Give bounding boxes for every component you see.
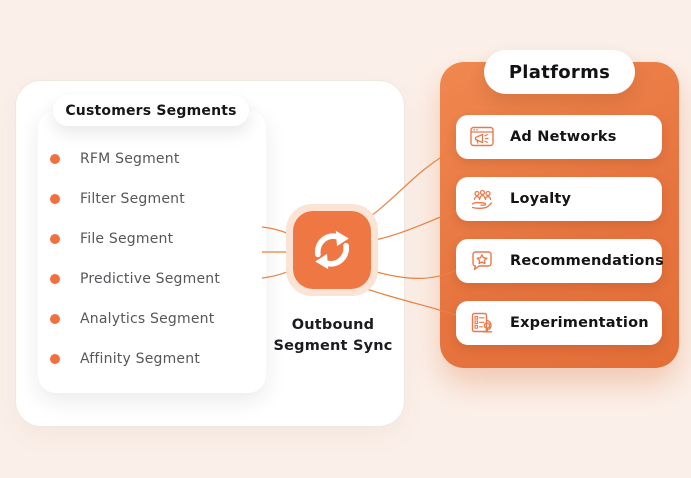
- outbound-sync-badge: [286, 204, 378, 296]
- bullet-dot-icon: [50, 274, 60, 284]
- sync-arrows-icon: [293, 211, 371, 289]
- platform-label: Loyalty: [510, 191, 572, 207]
- outbound-sync-label-line2: Segment Sync: [273, 338, 393, 354]
- list-item: Affinity Segment: [38, 339, 266, 379]
- bullet-dot-icon: [50, 194, 60, 204]
- segments-list: RFM Segment Filter Segment File Segment …: [38, 110, 266, 393]
- list-item: Predictive Segment: [38, 259, 266, 299]
- customer-segments-title-pill: Customers Segments: [53, 95, 249, 126]
- platform-item-loyalty: Loyalty: [456, 177, 662, 221]
- platform-item-experimentation: Experimentation: [456, 301, 662, 345]
- bullet-dot-icon: [50, 354, 60, 364]
- segment-label: RFM Segment: [80, 151, 180, 167]
- segment-label: Affinity Segment: [80, 351, 201, 367]
- outbound-sync-label-line1: Outbound: [291, 317, 375, 333]
- platform-label: Ad Networks: [510, 129, 617, 145]
- platforms-title-pill: Platforms: [484, 50, 635, 94]
- segment-label: Predictive Segment: [80, 271, 221, 287]
- experimentation-icon: [468, 309, 496, 337]
- platform-item-ad-networks: Ad Networks: [456, 115, 662, 159]
- bullet-dot-icon: [50, 314, 60, 324]
- customer-segments-card: Customers Segments RFM Segment Filter Se…: [15, 80, 405, 427]
- platforms-panel: Platforms Ad Networks: [440, 50, 679, 368]
- ad-networks-icon: [468, 123, 496, 151]
- outbound-sync-label: Outbound Segment Sync: [260, 315, 406, 357]
- bullet-dot-icon: [50, 234, 60, 244]
- segment-label: Filter Segment: [80, 191, 185, 207]
- list-item: Filter Segment: [38, 179, 266, 219]
- segment-label: File Segment: [80, 231, 174, 247]
- recommendations-icon: [468, 247, 496, 275]
- platform-item-recommendations: Recommendations: [456, 239, 664, 283]
- bullet-dot-icon: [50, 154, 60, 164]
- list-item: File Segment: [38, 219, 266, 259]
- list-item: Analytics Segment: [38, 299, 266, 339]
- platform-label: Experimentation: [510, 315, 649, 331]
- segment-label: Analytics Segment: [80, 311, 215, 327]
- platform-label: Recommendations: [510, 253, 664, 269]
- customer-segments-title: Customers Segments: [65, 102, 237, 119]
- platforms-title: Platforms: [508, 61, 611, 83]
- list-item: RFM Segment: [38, 139, 266, 179]
- loyalty-icon: [468, 185, 496, 213]
